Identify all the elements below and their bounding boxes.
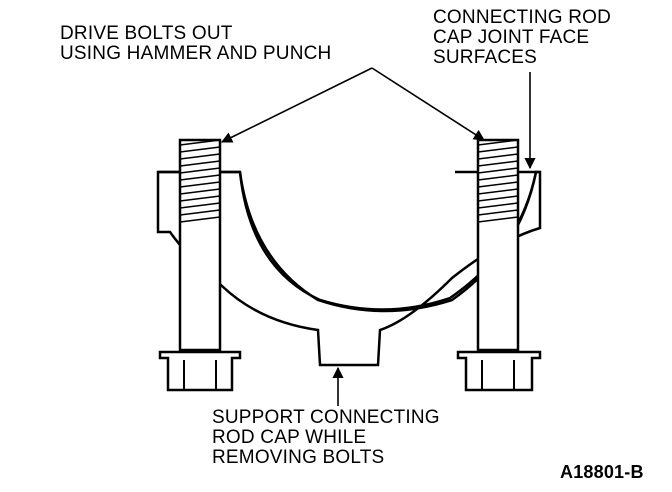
support-cap-label: SUPPORT CONNECTING ROD CAP WHILE REMOVIN… <box>212 408 440 468</box>
right-bolt <box>456 138 542 392</box>
left-bolt-head <box>158 350 242 392</box>
arrow-to-right-bolt <box>371 67 485 141</box>
left-bolt <box>158 138 242 392</box>
support-cap-label-line-3: REMOVING BOLTS <box>212 447 385 468</box>
drive-bolts-label-line-2: USING HAMMER AND PUNCH <box>60 43 332 64</box>
left-bolt-threads <box>179 139 221 223</box>
right-bolt-head <box>456 350 542 392</box>
drive-bolts-label-line-1: DRIVE BOLTS OUT <box>60 23 233 44</box>
joint-face-label-line-3: SURFACES <box>433 47 538 68</box>
arrow-to-left-bolt <box>220 67 373 143</box>
joint-face-label-line-2: CAP JOINT FACE <box>433 27 590 48</box>
joint-face-label: CONNECTING ROD CAP JOINT FACE SURFACES <box>433 8 611 68</box>
support-cap-label-line-1: SUPPORT CONNECTING <box>212 407 440 428</box>
right-bolt-threads <box>477 139 519 223</box>
support-cap-label-line-2: ROD CAP WHILE <box>212 427 367 448</box>
drive-bolts-label: DRIVE BOLTS OUT USING HAMMER AND PUNCH <box>60 24 331 64</box>
joint-face-label-line-1: CONNECTING ROD <box>433 7 612 28</box>
figure-code: A18801-B <box>560 462 644 482</box>
